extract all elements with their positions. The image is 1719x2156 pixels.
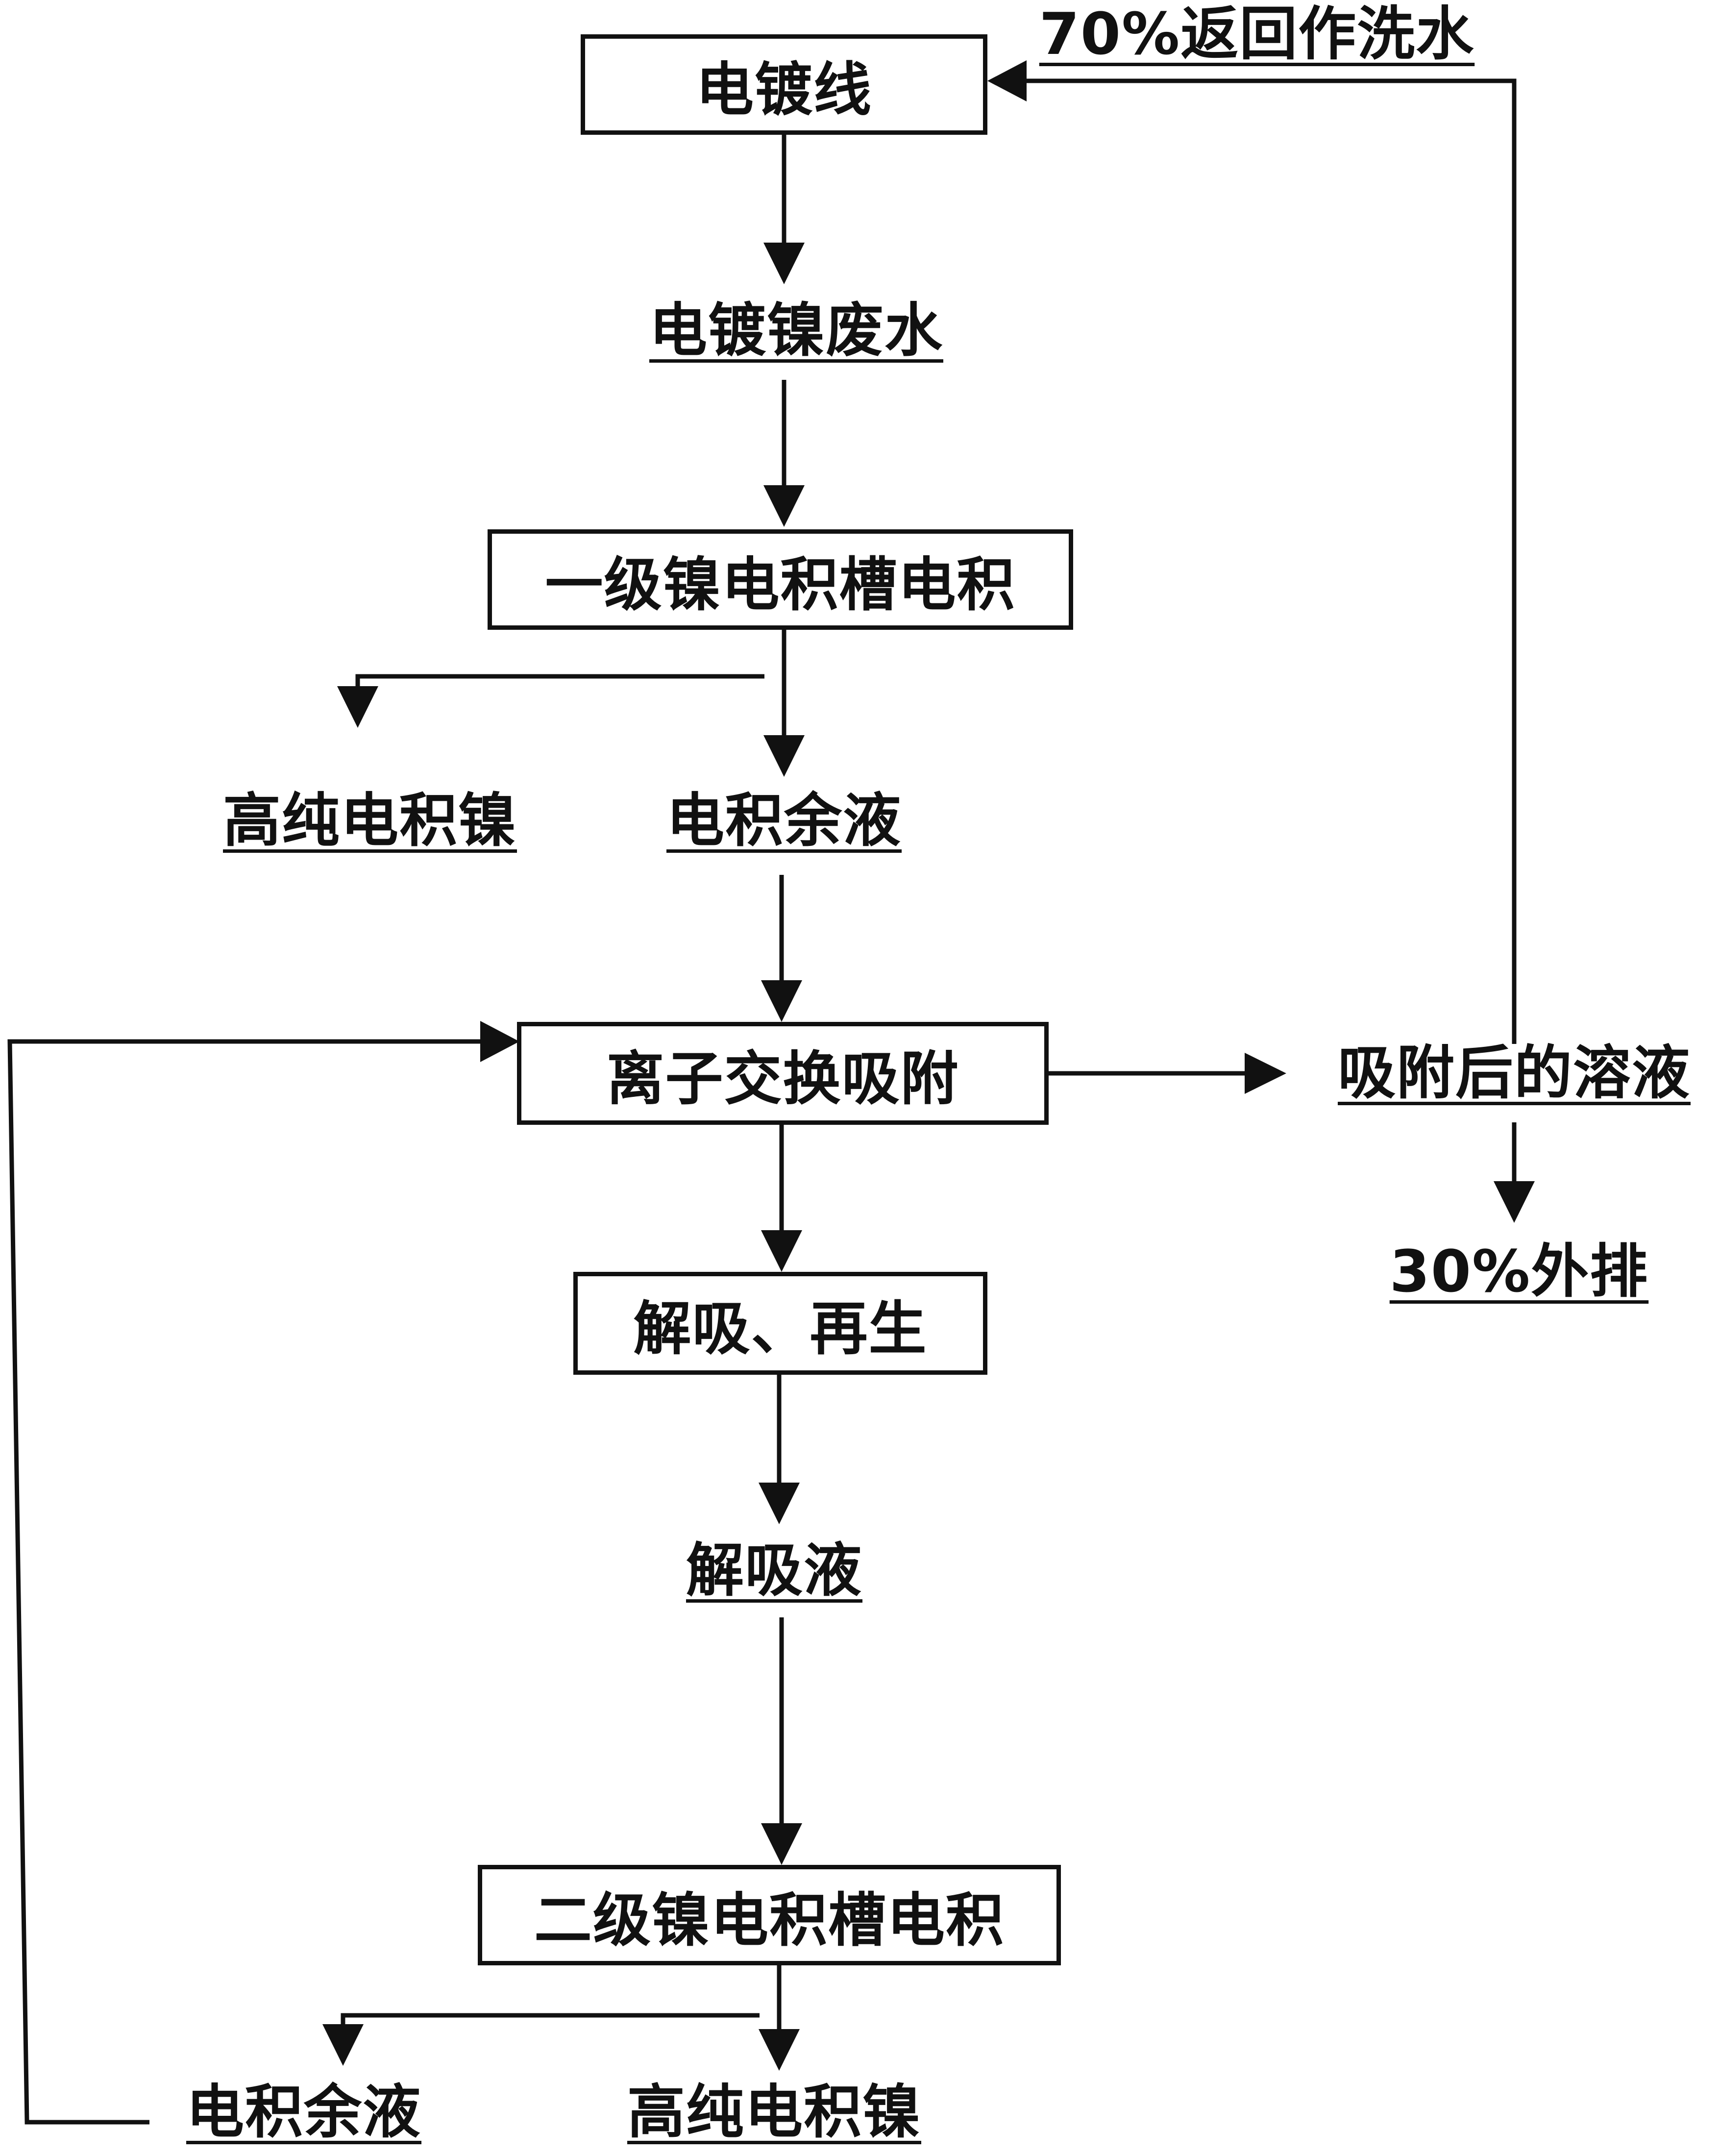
arrowhead-stage2: [761, 1823, 802, 1865]
arrowhead-discharge: [1494, 1181, 1535, 1223]
node-discharge: 30%外排: [1389, 1238, 1649, 1305]
node-return-wash-water: 70%返回作洗水: [1039, 0, 1475, 68]
arrowhead-plating-return: [987, 60, 1027, 101]
edge-residue2-to-ion-exchange-loop: [7, 1039, 485, 2125]
node-desorption-regeneration: 解吸、再生: [573, 1272, 987, 1375]
node-ion-exchange: 离子交换吸附: [517, 1022, 1049, 1125]
node-adsorbed-solution: 吸附后的溶液: [1337, 1039, 1691, 1107]
node-desorption-liquid: 解吸液: [686, 1536, 863, 1604]
node-high-purity-nickel-1: 高纯电积镍: [222, 787, 517, 854]
node-nickel-wastewater: 电镀镍废水: [649, 297, 944, 364]
node-electrowinning-residue-1: 电积余液: [666, 787, 902, 854]
arrowhead-ion-exchange: [761, 980, 802, 1022]
edge-adsorbed-to-plating-return: [1022, 78, 1517, 1044]
node-high-purity-nickel-2: 高纯电积镍: [627, 2078, 922, 2146]
edge-stage2-to-residue2: [341, 2013, 760, 2029]
arrowhead-stage1: [763, 485, 805, 527]
arrowhead-wastewater: [763, 243, 805, 284]
arrowhead-nickel1: [337, 686, 378, 728]
arrowhead-residue2: [322, 2024, 364, 2066]
node-stage1-electrowinning: 一级镍电积槽电积: [488, 529, 1073, 630]
node-stage2-electrowinning: 二级镍电积槽电积: [478, 1865, 1061, 1965]
node-electrowinning-residue-2: 电积余液: [186, 2078, 422, 2146]
edge-stage1-to-nickel1: [355, 674, 764, 691]
node-plating-line: 电镀线: [581, 34, 987, 135]
arrowhead-liquid: [759, 1483, 800, 1524]
arrowhead-desorption: [761, 1230, 802, 1272]
arrowhead-residue1: [763, 735, 805, 777]
arrowhead-nickel2: [759, 2029, 800, 2071]
arrowhead-ion-exchange-loop: [480, 1021, 519, 1062]
arrowhead-adsorbed: [1245, 1053, 1286, 1094]
